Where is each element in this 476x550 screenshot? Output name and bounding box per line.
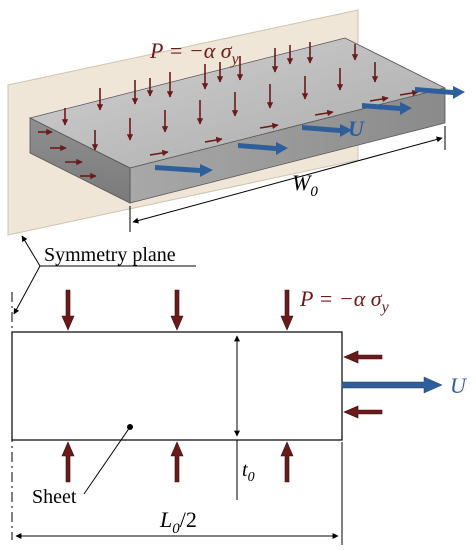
sheet-label: Sheet [32,486,77,508]
width-label: W0 [292,170,318,200]
top-face-pressure-arrows [61,42,379,151]
width-dimension [129,126,446,232]
isometric-view: P = −α σy U W0 [7,9,465,236]
symmetry-plane-label: Symmetry plane [44,244,176,266]
displacement-arrow [341,376,443,394]
symmetry-callout [13,235,196,315]
sheet-section [11,331,343,441]
sheet-leader [83,426,131,495]
bottom-pressure-arrows [61,441,294,483]
pressure-label-top: P = −α σy [149,38,240,68]
top-pressure-arrows [61,289,294,331]
displacement-label-top: U [348,116,365,141]
side-pressure-arrows [343,350,383,419]
length-dimension [15,442,343,545]
section-view: P = −α σy U t0 Sheet L0/2 [11,286,468,545]
length-label: L0/2 [159,507,197,537]
pressure-label-bottom: P = −α σy [299,286,390,316]
thickness-label: t0 [242,459,255,485]
end-face-pressure-arrows [38,128,97,180]
displacement-label-bottom: U [450,373,468,398]
